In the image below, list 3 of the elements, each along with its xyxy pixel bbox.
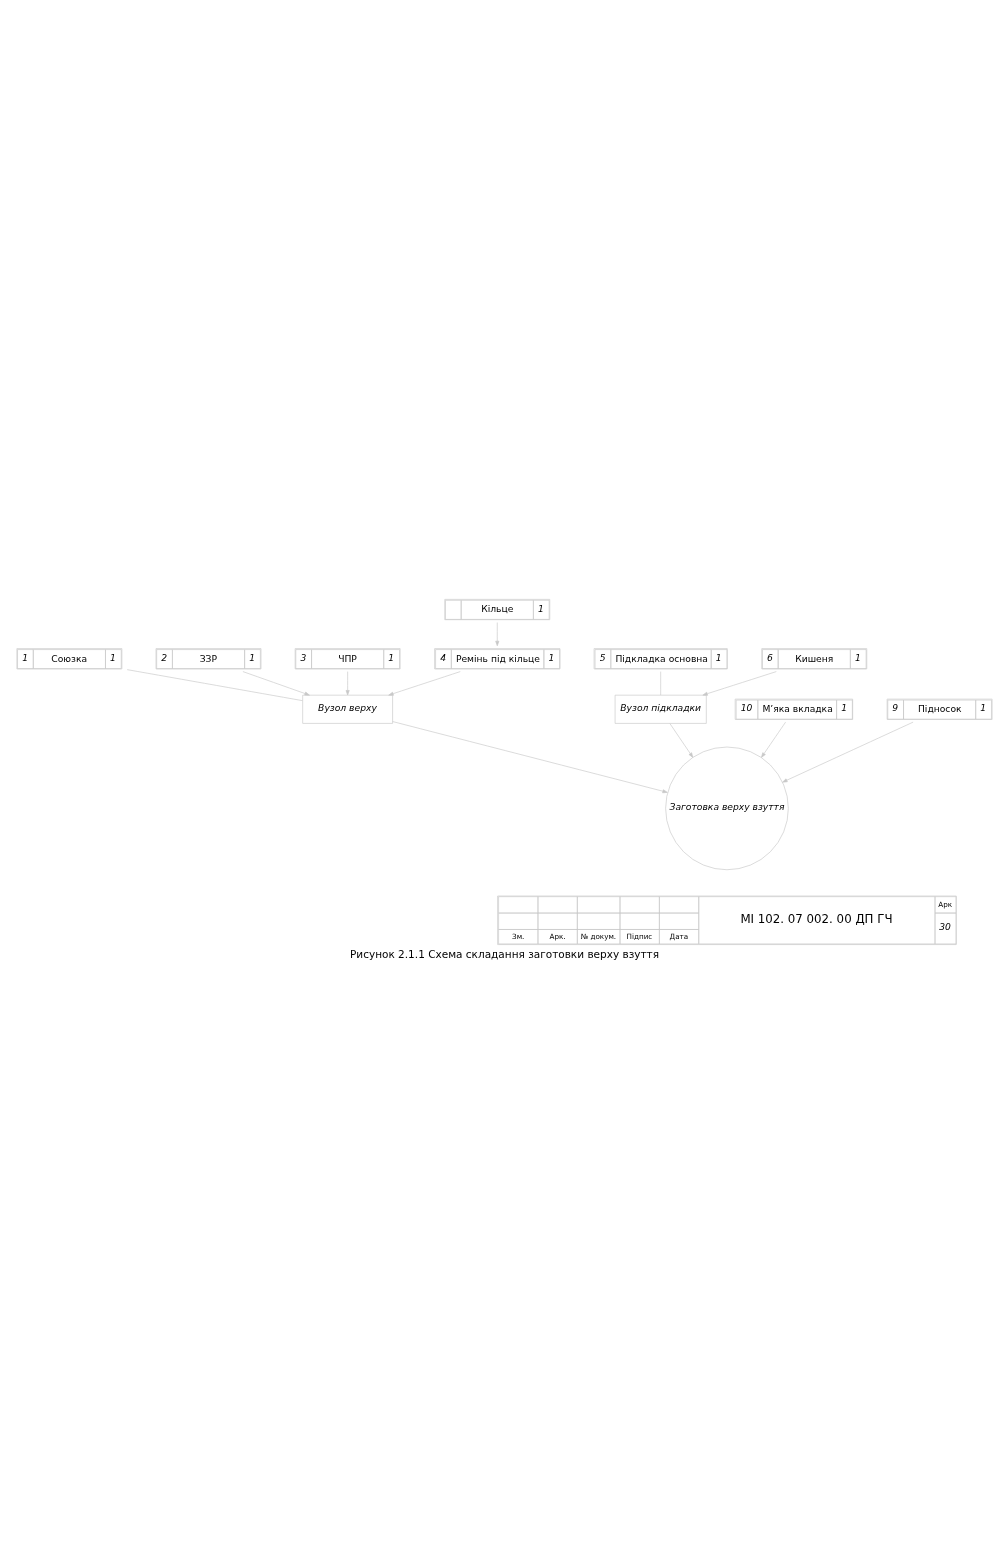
caption: Рисунок 2.1.1 Схема складання заготовки верху взуття <box>349 947 659 960</box>
label: 30 <box>938 920 951 932</box>
label: МІ 102. 07 002. 00 ДП ГЧ <box>739 911 893 926</box>
